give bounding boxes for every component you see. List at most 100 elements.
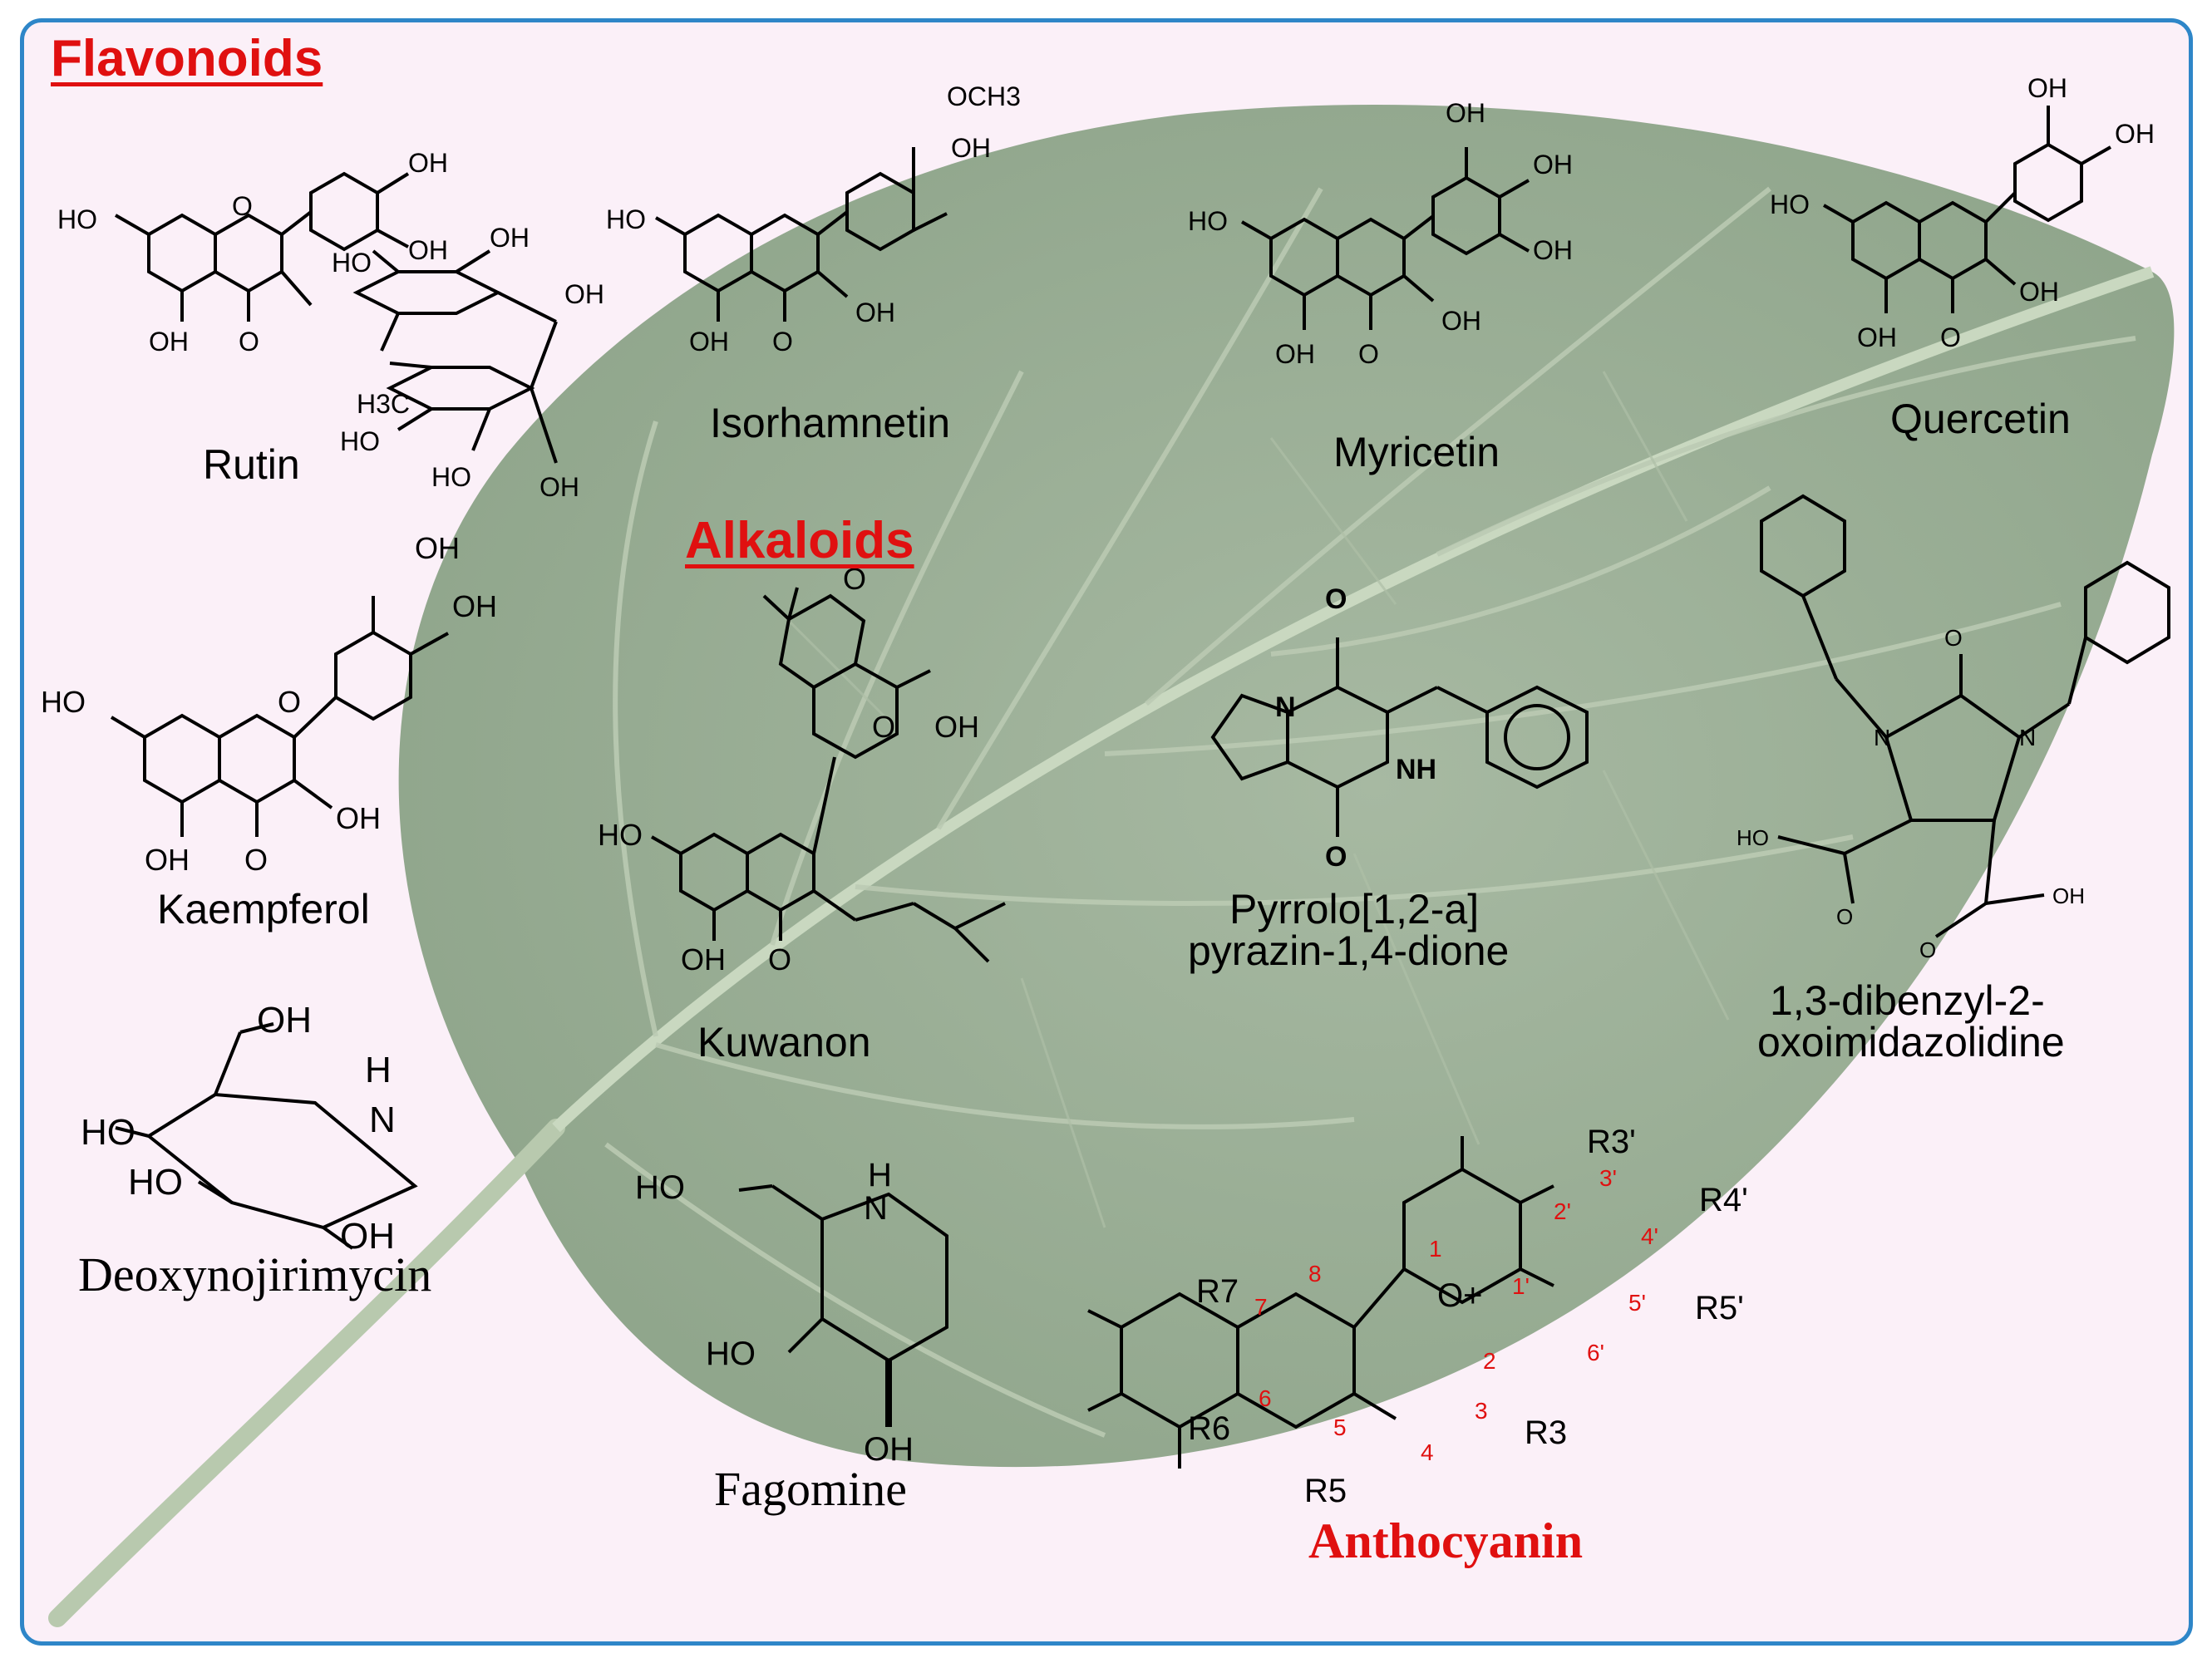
figure-frame: OH OH HO OH O O OH HO OH H3C HO HO OH OC…: [20, 18, 2193, 1646]
ring-number: 2': [1554, 1198, 1571, 1224]
atom-label: HO: [1770, 189, 1810, 219]
atom-label: HO: [606, 204, 646, 234]
atom-label: OH: [1533, 235, 1573, 265]
atom-label: HO: [635, 1169, 685, 1206]
quercetin-label: Quercetin: [1890, 396, 2071, 442]
atom-label: N: [1275, 691, 1296, 723]
chem-bonds: [110, 106, 2170, 1469]
ring-number: 6: [1259, 1385, 1272, 1411]
atom-label: OH: [689, 327, 729, 357]
anthocyanin-label: Anthocyanin: [1308, 1513, 1584, 1568]
atom-label: OH: [408, 148, 448, 178]
kuwanon-label: Kuwanon: [697, 1019, 871, 1065]
atom-label: OH: [681, 942, 726, 977]
atom-label: OH: [1446, 98, 1485, 128]
atom-label: OH: [1441, 306, 1481, 336]
atom-label: OH: [1533, 150, 1573, 180]
leaf-background: [48, 104, 2175, 1627]
atom-label: HO: [598, 818, 643, 852]
ring-number: 3: [1475, 1398, 1488, 1424]
substituent-labels: R3' R4' R5' R7 R6 R5 R3: [1188, 1124, 1748, 1509]
ring-number: 4: [1421, 1439, 1434, 1465]
ring-number: 2: [1483, 1348, 1496, 1374]
ring-number: 5: [1333, 1415, 1347, 1440]
alkaloids-heading: Alkaloids: [685, 512, 914, 569]
atom-label: NH: [1396, 754, 1436, 785]
pyrrolo-label-line1: Pyrrolo[1,2-a]: [1229, 886, 1480, 932]
ring-number: 5': [1628, 1290, 1646, 1316]
atom-label: OH: [2019, 277, 2059, 307]
atom-label: O: [843, 562, 866, 596]
ring-number: 4': [1641, 1223, 1658, 1249]
atom-label: HO: [431, 462, 471, 492]
ring-number: 1': [1512, 1273, 1530, 1299]
atom-label: OH: [340, 1216, 395, 1257]
atom-label: HO: [128, 1162, 183, 1203]
atom-label: OH: [408, 235, 448, 265]
ring-number: 3': [1599, 1165, 1617, 1191]
ring-numbering: 1 2 3 4 5 6 7 8 1' 2' 3' 4' 5' 6': [1254, 1165, 1658, 1465]
atom-label: O: [278, 685, 301, 719]
atom-label: O: [872, 710, 895, 744]
deoxynojirimycin-label: Deoxynojirimycin: [78, 1247, 432, 1301]
ring-number: 6': [1587, 1340, 1604, 1365]
substituent: R6: [1188, 1410, 1230, 1447]
atom-label: HO: [1188, 206, 1228, 236]
atom-label: HO: [1737, 825, 1769, 850]
atom-label: O: [772, 327, 793, 357]
atom-label: OH: [2052, 883, 2085, 908]
kaempferol-label: Kaempferol: [157, 886, 370, 932]
atom-label: OH: [855, 298, 895, 327]
isorhamnetin-label: Isorhamnetin: [710, 400, 951, 446]
atom-label: O: [1944, 625, 1963, 651]
atom-label: OH: [2115, 119, 2155, 149]
atom-label: N: [864, 1190, 888, 1227]
atom-labels: OH OH HO OH O O OH HO OH H3C HO HO OH OC…: [41, 73, 2155, 1468]
atom-label: HO: [332, 248, 372, 278]
atom-label: O: [1325, 841, 1347, 873]
substituent: R5: [1304, 1473, 1347, 1509]
flavonoids-heading: Flavonoids: [51, 30, 323, 87]
pyrrolo-label-line2: pyrazin-1,4-dione: [1188, 927, 1510, 974]
atom-label: OH: [934, 710, 979, 744]
atom-label: OH: [1857, 322, 1897, 352]
atom-label: H3C: [357, 389, 410, 419]
atom-label: OH: [257, 1000, 312, 1041]
atom-label: N: [1874, 725, 1890, 750]
fagomine-label: Fagomine: [714, 1462, 907, 1516]
atom-label: HO: [81, 1112, 135, 1153]
atom-label: O: [1940, 322, 1961, 352]
atom-label: OH: [336, 801, 381, 835]
structure-art: OH OH HO OH O O OH HO OH H3C HO HO OH OC…: [41, 73, 2175, 1627]
ring-number: 7: [1254, 1294, 1268, 1320]
atom-label: OH: [564, 279, 604, 309]
atom-label: O: [1325, 583, 1347, 615]
atom-label: HO: [41, 685, 86, 719]
atom-label: N: [369, 1100, 396, 1140]
atom-label: O: [1358, 339, 1379, 369]
atom-label: HO: [340, 426, 380, 456]
ring-number: 1: [1429, 1236, 1442, 1262]
atom-label: O+: [1437, 1277, 1482, 1314]
substituent: R3: [1525, 1415, 1567, 1451]
atom-label: OH: [864, 1431, 914, 1468]
atom-label: OH: [2027, 73, 2067, 103]
atom-label: H: [868, 1157, 892, 1193]
atom-label: OH: [452, 589, 497, 623]
atom-label: OH: [539, 472, 579, 502]
substituent: R3': [1587, 1124, 1636, 1160]
atom-label: OH: [415, 531, 460, 565]
atom-label: O: [244, 843, 268, 877]
atom-label: O: [1836, 904, 1853, 929]
atom-label: O: [239, 327, 259, 357]
atom-label: OH: [149, 327, 189, 357]
atom-label: HO: [706, 1336, 756, 1372]
atom-label: HO: [57, 204, 97, 234]
atom-label: O: [1919, 937, 1936, 962]
rutin-label: Rutin: [203, 441, 300, 488]
atom-label: OH: [490, 223, 530, 253]
atom-label: OH: [145, 843, 190, 877]
substituent: R4': [1699, 1182, 1748, 1218]
substituent: R7: [1196, 1273, 1239, 1310]
atom-label: O: [232, 191, 253, 221]
